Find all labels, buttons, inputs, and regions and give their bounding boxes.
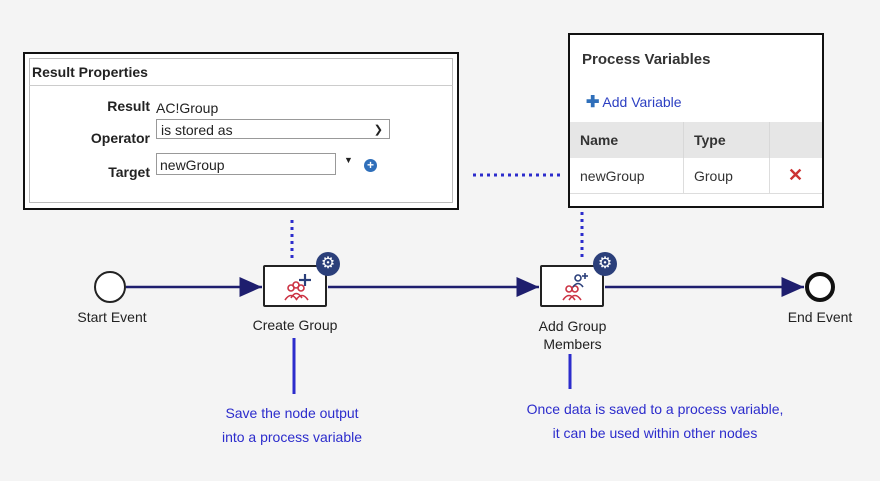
note-use-variable: Once data is saved to a process variable… (482, 397, 828, 445)
note-left-line1: Save the node output (225, 405, 359, 421)
start-event-circle (94, 271, 126, 303)
operator-label: Operator (90, 130, 150, 146)
gear-icon[interactable]: ⚙ (316, 252, 340, 276)
target-label: Target (108, 164, 150, 180)
start-event-label: Start Event (77, 309, 147, 325)
result-value: AC!Group (156, 100, 219, 116)
operator-select-value: is stored as (161, 122, 233, 138)
delete-icon[interactable]: ✕ (787, 165, 804, 185)
column-header-name: Name (570, 122, 684, 158)
table-row: newGroup Group ✕ (570, 158, 822, 194)
result-properties-panel: Result Properties Result AC!Group Operat… (23, 52, 459, 210)
add-group-members-label: Add Group Members (510, 317, 635, 353)
operator-select[interactable]: is stored as ❯ (156, 119, 390, 139)
column-header-actions (769, 122, 822, 158)
variables-table-header: Name Type (570, 122, 822, 158)
column-header-type: Type (683, 122, 770, 158)
note-left-line2: into a process variable (221, 429, 363, 445)
note-right-line2: it can be used within other nodes (552, 425, 758, 441)
gear-icon[interactable]: ⚙ (593, 252, 617, 276)
create-group-label: Create Group (252, 317, 338, 333)
add-group-members-label-line1: Add Group (538, 318, 607, 334)
group-add-icon (284, 274, 311, 301)
target-input-value: newGroup (160, 157, 225, 173)
process-variables-panel: Process Variables ✚Add Variable Name Typ… (568, 33, 824, 208)
add-group-members-label-line2: Members (543, 336, 602, 352)
variable-type-cell: Group (683, 158, 770, 194)
add-variable-label: Add Variable (602, 94, 682, 110)
note-save-output: Save the node output into a process vari… (185, 401, 399, 449)
end-event-label: End Event (787, 309, 853, 325)
process-variables-title: Process Variables (582, 51, 711, 68)
result-properties-body: Result AC!Group Operator is stored as ❯ … (29, 86, 453, 203)
variables-table: Name Type newGroup Group ✕ (570, 122, 822, 194)
target-input[interactable]: newGroup (156, 153, 336, 175)
chevron-down-icon: ❯ (373, 124, 383, 136)
create-group-node[interactable] (263, 265, 327, 307)
result-properties-title: Result Properties (29, 58, 453, 86)
note-right-line1: Once data is saved to a process variable… (526, 401, 784, 417)
add-variable-link[interactable]: ✚Add Variable (586, 92, 682, 112)
delete-cell: ✕ (769, 158, 822, 194)
result-label: Result (107, 98, 150, 114)
add-target-plus-icon[interactable]: + (364, 159, 377, 172)
add-group-members-node[interactable] (540, 265, 604, 307)
variable-name-cell: newGroup (570, 158, 684, 194)
end-event-circle (805, 272, 835, 302)
target-dropdown-icon[interactable]: ▼ (344, 155, 353, 165)
plus-icon: ✚ (586, 94, 600, 111)
group-member-add-icon (562, 273, 588, 301)
